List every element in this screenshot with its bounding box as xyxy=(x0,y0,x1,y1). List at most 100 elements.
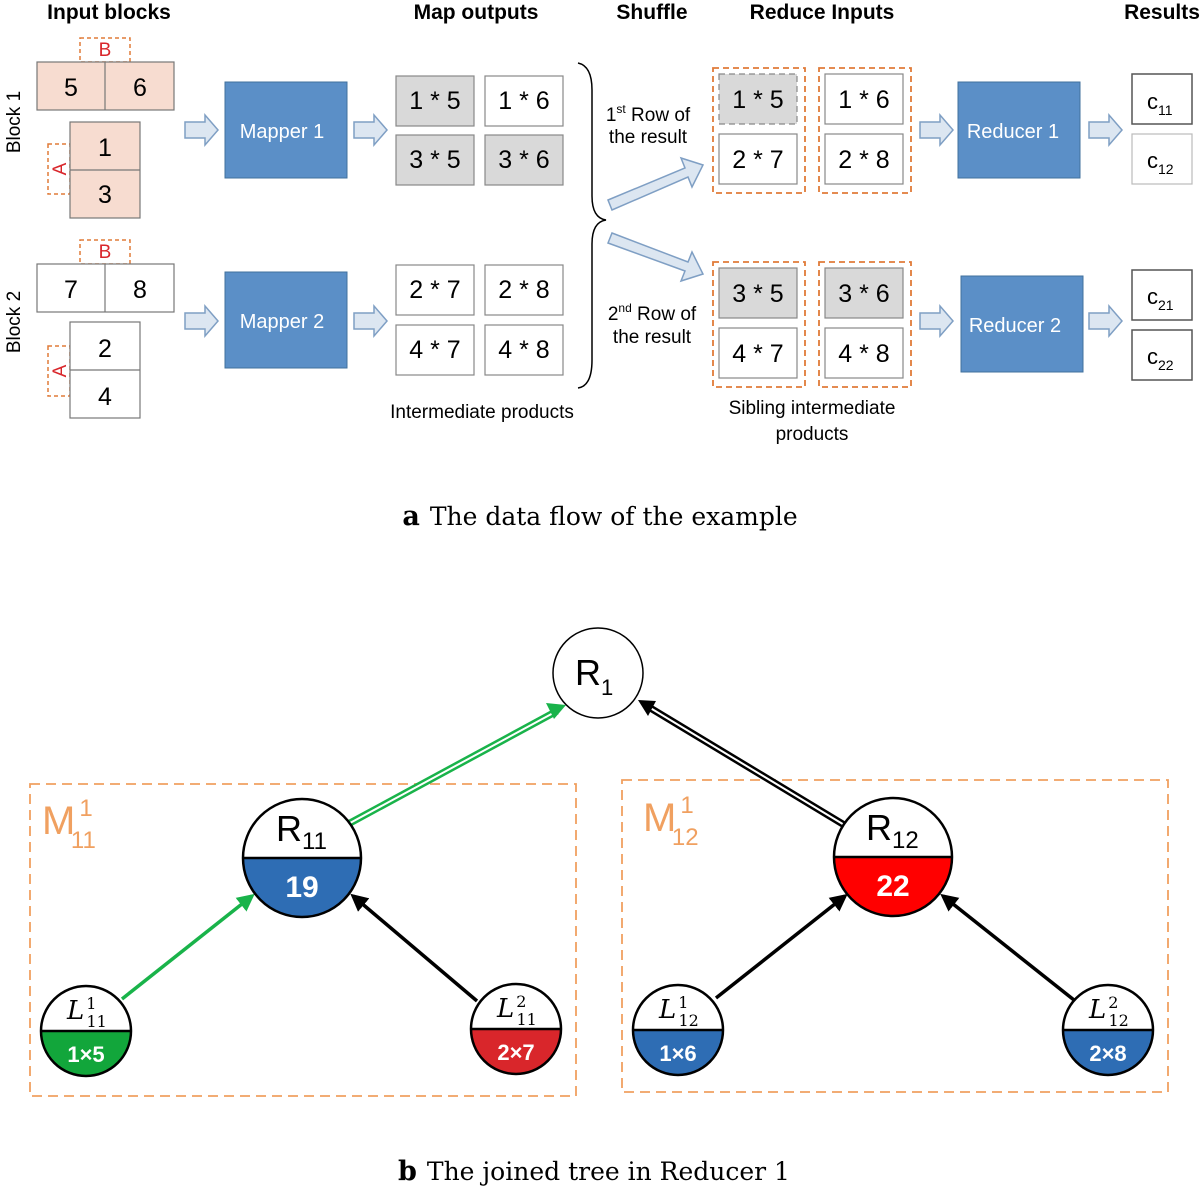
block-2-b-label: B xyxy=(99,242,112,263)
node-r1-label: R1 xyxy=(575,652,613,700)
node-r11-value: 19 xyxy=(285,871,318,904)
arrow-reducer1-to-results xyxy=(1088,112,1123,148)
reducer-2-label: Reducer 2 xyxy=(969,315,1061,337)
leaf-l12-2-value: 2×8 xyxy=(1089,1041,1126,1066)
shuffle-row1-line1: 1st Row of xyxy=(606,102,691,126)
result-c22: c22 xyxy=(1147,344,1174,373)
block-1-label: Block 1 xyxy=(4,91,25,153)
block-1: Block 1 B 5 6 A 1 3 xyxy=(4,37,175,219)
node-r12-value: 22 xyxy=(876,870,909,903)
result-c12: c12 xyxy=(1147,148,1174,177)
block-1-cell-6: 6 xyxy=(133,74,147,102)
arrow-block2-to-mapper2 xyxy=(184,303,219,339)
block-1-a-bracket xyxy=(47,143,71,195)
arrow-mapper2-to-outputs xyxy=(353,303,388,339)
header-shuffle: Shuffle xyxy=(616,1,687,24)
mapper-1-label: Mapper 1 xyxy=(240,121,325,143)
block-2-label: Block 2 xyxy=(4,291,25,353)
block-2-a-bracket xyxy=(47,345,71,397)
edge-l11-2-to-r11 xyxy=(350,893,479,1003)
mapper-1 xyxy=(224,81,348,179)
arrow-mapper1-to-outputs xyxy=(353,112,388,148)
arrow-shuffle-to-row1 xyxy=(607,156,705,211)
map-out-1x6: 1 * 6 xyxy=(498,87,549,115)
result-c21: c21 xyxy=(1147,284,1174,313)
reducer-1 xyxy=(957,81,1081,179)
header-input-blocks: Input blocks xyxy=(47,1,171,24)
sibling-label-line2: products xyxy=(776,424,849,445)
edge-l11-1-to-r11 xyxy=(120,893,255,1001)
block-arrows xyxy=(184,112,1123,339)
reduce1-in-2x8: 2 * 8 xyxy=(838,146,889,174)
block-1-cell-1: 1 xyxy=(98,134,112,162)
map-outputs-2: 2 * 7 2 * 8 4 * 7 4 * 8 xyxy=(395,264,564,376)
sibling-label-line1: Sibling intermediate xyxy=(729,398,896,419)
node-r1 xyxy=(552,627,644,719)
map-out-2x8: 2 * 8 xyxy=(498,276,549,304)
map-out-2x7: 2 * 7 xyxy=(409,276,460,304)
leaf-l11-2-value: 2×7 xyxy=(497,1040,534,1065)
map-out-4x8: 4 * 8 xyxy=(498,336,549,364)
block-1-cell-5: 5 xyxy=(64,74,78,102)
block-2-cell-8: 8 xyxy=(133,276,147,304)
reduce1-in-1x6: 1 * 6 xyxy=(838,86,889,114)
block-1-cell-3: 3 xyxy=(98,181,112,209)
block-1-a-label: A xyxy=(50,162,71,175)
reduce-inputs-2: 3 * 5 3 * 6 4 * 7 4 * 8 xyxy=(712,261,912,388)
map-outputs-1: 1 * 5 1 * 6 3 * 5 3 * 6 xyxy=(395,75,564,186)
block-2-cell-7: 7 xyxy=(64,276,78,304)
arrow-inputs-to-reducer1 xyxy=(919,112,954,148)
reduce2-in-4x8: 4 * 8 xyxy=(838,340,889,368)
header-results: Results xyxy=(1124,1,1200,24)
leaf-l11-1-value: 1×5 xyxy=(67,1042,104,1067)
map-out-3x5: 3 * 5 xyxy=(409,146,460,174)
leaf-l12-1-value: 1×6 xyxy=(659,1041,696,1066)
shuffle-row2-line2: the result xyxy=(613,327,692,348)
reducer-1-label: Reducer 1 xyxy=(967,121,1059,143)
edge-r11-to-r1 xyxy=(348,703,566,827)
block-1-b-label: B xyxy=(99,40,112,61)
reduce2-in-3x6: 3 * 6 xyxy=(838,280,889,308)
group-m12 xyxy=(621,779,1169,1093)
reduce1-in-2x7: 2 * 7 xyxy=(732,146,783,174)
header-map-outputs: Map outputs xyxy=(414,1,539,24)
result-c11: c11 xyxy=(1147,89,1173,118)
header-reduce-inputs: Reduce Inputs xyxy=(750,1,895,24)
node-r12: R12 22 xyxy=(832,796,954,918)
mapper-2-label: Mapper 2 xyxy=(240,311,325,333)
map-out-1x5: 1 * 5 xyxy=(409,87,460,115)
arrow-reducer2-to-results xyxy=(1088,303,1123,339)
block-2-cell-4: 4 xyxy=(98,383,112,411)
results-2: c21 c22 xyxy=(1131,269,1193,381)
block-2-cell-2: 2 xyxy=(98,335,112,363)
reduce2-in-3x5: 3 * 5 xyxy=(732,280,783,308)
results-1: c11 c12 xyxy=(1131,73,1193,185)
reduce-inputs-1: 1 * 5 1 * 6 2 * 7 2 * 8 xyxy=(712,67,912,194)
block-2: Block 2 B 7 8 A 2 4 xyxy=(4,239,175,419)
edge-r12-to-r1 xyxy=(638,700,848,829)
map-out-3x6: 3 * 6 xyxy=(498,146,549,174)
map-out-4x7: 4 * 7 xyxy=(409,336,460,364)
intermediate-products-label: Intermediate products xyxy=(390,402,574,423)
arrow-shuffle-to-row2 xyxy=(607,232,705,283)
node-r12-label: R12 xyxy=(866,807,919,854)
reduce1-in-1x5: 1 * 5 xyxy=(732,86,783,114)
node-r11: R11 19 xyxy=(241,797,363,919)
arrow-block1-to-mapper1 xyxy=(184,112,219,148)
block-2-a-label: A xyxy=(50,364,71,377)
reduce2-in-4x7: 4 * 7 xyxy=(732,340,783,368)
group-m11 xyxy=(29,783,577,1097)
